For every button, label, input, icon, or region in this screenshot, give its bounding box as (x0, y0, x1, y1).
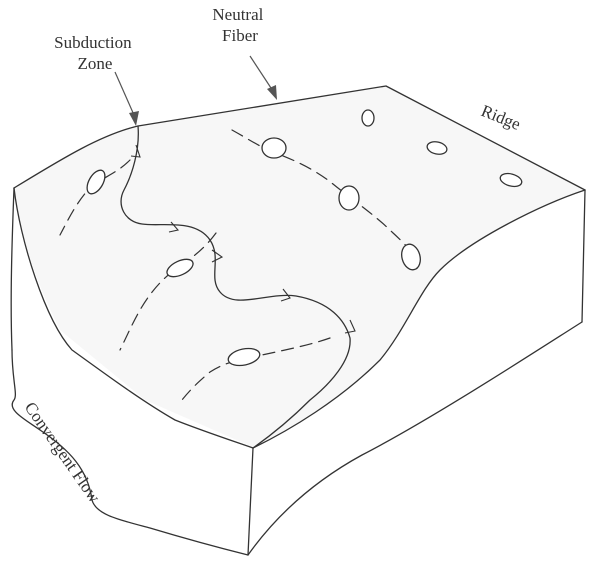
neutral-fiber-line-2: Fiber (222, 26, 258, 45)
subduction-arrowhead (129, 111, 139, 126)
strain-ellipse (339, 186, 359, 210)
subduction-arrow (115, 72, 134, 115)
neutral-fiber-line-1: Neutral (212, 5, 263, 24)
subduction-zone-line-1: Subduction (54, 33, 132, 52)
subduction-zone-label: Subduction Zone (54, 33, 136, 73)
neutral-fiber-label: Neutral Fiber (212, 5, 267, 45)
strain-ellipse (362, 110, 374, 126)
neutral-fiber-arrowhead (267, 85, 277, 100)
ridge-label: Ridge (479, 101, 524, 134)
subduction-zone-line-2: Zone (78, 54, 113, 73)
strain-ellipse (262, 138, 286, 158)
neutral-fiber-arrow (250, 56, 271, 88)
